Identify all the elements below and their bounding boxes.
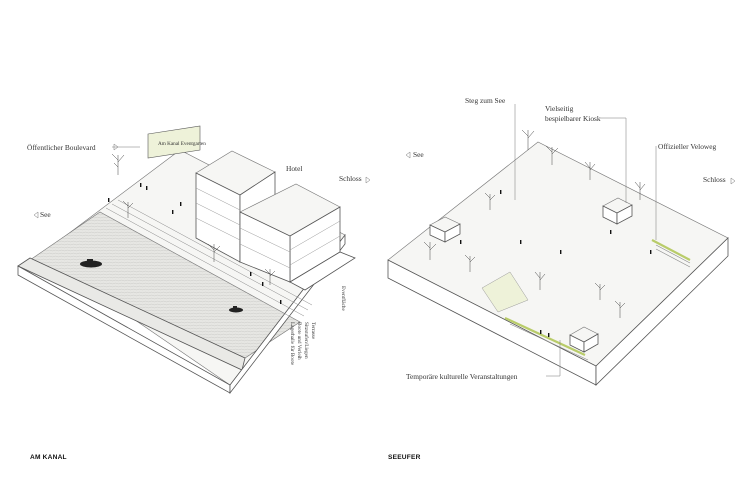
veloweg-path	[504, 239, 691, 356]
label-eventflaeche: Eventfläche	[340, 286, 347, 311]
park-front-right	[595, 237, 729, 386]
tree-icon	[423, 129, 646, 318]
label-kiosk-line2: bespielbarer Kiosk	[545, 114, 601, 123]
label-schloss-right: Schloss	[703, 175, 726, 184]
event-area	[481, 271, 529, 313]
label-terrasse: Terrasse	[310, 322, 316, 340]
arrow-icon	[113, 143, 119, 151]
event-sign: Am Kanal Eventgarten	[147, 125, 206, 159]
tree-icon	[111, 153, 276, 285]
canal-wall	[17, 257, 246, 371]
label-see-left: See	[40, 210, 51, 219]
label-lagerhalle: Lagerhalle für Boote	[289, 322, 296, 366]
label-schloss-left: Schloss	[339, 174, 362, 183]
label-veloweg: Offizieller Veloweg	[658, 142, 717, 151]
label-steg: Steg zum See	[465, 96, 506, 105]
leader-line	[546, 340, 561, 377]
label-boote: Boote und Verleih	[296, 322, 302, 360]
label-temporaere: Temporäre kulturelle Veranstaltungen	[406, 372, 518, 381]
kiosk-building	[602, 197, 633, 225]
am-kanal-diagram: Am Kanal Eventgarten	[17, 125, 371, 461]
vertical-labels: Eventfläche Terrasse Sitzstufen/Liegen B…	[289, 286, 347, 366]
boat-icon	[80, 259, 102, 268]
people-figures	[108, 183, 282, 304]
label-hotel: Hotel	[286, 164, 302, 173]
seeufer-diagram: Steg zum See Vielseitig bespielbarer Kio…	[387, 96, 736, 461]
caption-am-kanal: AM KANAL	[30, 454, 67, 461]
sitting-steps	[99, 199, 313, 323]
arrow-icon	[365, 176, 371, 184]
arrow-icon	[730, 177, 736, 185]
label-kiosk-line1: Vielseitig	[545, 104, 574, 113]
event-sign-text: Am Kanal Eventgarten	[158, 141, 206, 147]
arrow-icon	[405, 151, 411, 159]
crosswalk-stripes	[509, 244, 691, 361]
people-figures	[460, 190, 652, 337]
label-boulevard: Öffentlicher Boulevard	[27, 143, 96, 152]
boat-icon	[229, 306, 243, 313]
kiosk-building	[429, 216, 461, 243]
label-sitzstufen: Sitzstufen/Liegen	[303, 322, 310, 359]
label-see-right: See	[413, 150, 424, 159]
arrow-icon	[33, 211, 39, 219]
hotel-building	[195, 150, 356, 291]
caption-seeufer: SEEUFER	[388, 454, 421, 461]
kiosk-building	[569, 326, 599, 353]
leader-line	[600, 117, 627, 203]
